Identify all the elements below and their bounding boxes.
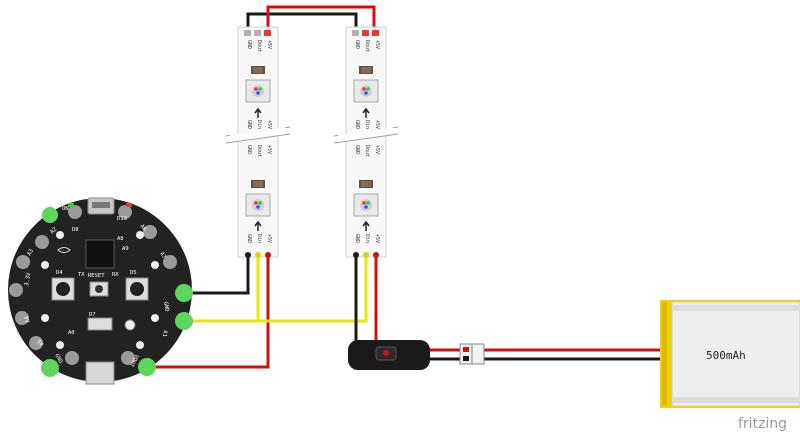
wire-strip2-data [256, 253, 368, 323]
board-rx-label: RX [112, 272, 119, 278]
strip2-arrow-1-icon [362, 107, 370, 118]
power-switch [348, 340, 430, 370]
strip1-mid-gnd-label: GND [246, 120, 252, 129]
pad-a1-label: A1 [161, 330, 168, 338]
strip2-bottom-din-label: Din [364, 234, 370, 243]
board-tx-label: TX [78, 272, 85, 278]
pad-a2-label: A2 [49, 227, 58, 236]
strip2-top-gnd-label: GND [354, 40, 360, 49]
strip2-seg2-5v-label: +5V [374, 145, 380, 154]
fritzing-watermark: fritzing [738, 416, 787, 432]
microcontroller-chip [85, 239, 115, 269]
strip2-arrow-2-icon [362, 220, 370, 231]
strip1-seg2-gnd-label: GND [246, 145, 252, 154]
board-on-label: ON [62, 206, 69, 212]
strip1-bottom-gnd-label: GND [246, 234, 252, 243]
board-reset-label: RESET [88, 273, 105, 279]
wire-top-5v [266, 5, 376, 33]
strip1-top-dout-label: Dout [256, 40, 262, 52]
board-d13-label: D13 [117, 216, 127, 222]
led-strip-right: GND Dout +5V GND Din +5V GND Dout +5V GN… [333, 26, 399, 258]
strip1-mid-din-label: Din [256, 120, 262, 129]
pad-gnd-right-label: GND [162, 301, 170, 312]
board-a8-label: A8 [117, 236, 124, 242]
pad-a7-label: A7 [158, 251, 166, 260]
board-a9-label: A9 [122, 246, 129, 252]
board-d5-label: D5 [130, 270, 137, 276]
strip2-top-5v-label: +5V [374, 40, 380, 49]
battery-jack [85, 361, 115, 385]
strip1-seg2-5v-label: +5V [266, 145, 272, 154]
strip1-bottom-5v-label: +5V [266, 234, 272, 243]
light-sensor-eye-icon [57, 247, 71, 253]
led-strip-left: GND Dout +5V GND Din +5V GND Dout +5V GN… [225, 26, 291, 258]
switch-indicator-icon [383, 350, 389, 356]
strip2-seg2-dout-label: Dout [364, 145, 370, 157]
battery-capacity-label: 500mAh [706, 349, 746, 362]
strip2-seg2-gnd-label: GND [354, 145, 360, 154]
strip1-top-gnd-label: GND [246, 40, 252, 49]
board-pads [9, 199, 193, 377]
strip2-bottom-5v-label: +5V [374, 234, 380, 243]
strip2-mid-gnd-label: GND [354, 120, 360, 129]
pad-a5-label: A5 [37, 338, 46, 347]
strip2-mid-5v-label: +5V [374, 120, 380, 129]
board-d8-label: D8 [72, 227, 79, 233]
pad-a4-label: A4 [24, 314, 32, 323]
pad-gnd-bottom-label: GND [53, 353, 63, 365]
wires [145, 5, 664, 369]
slide-switch [87, 317, 113, 331]
pad-3v-label: 3.3V [24, 272, 32, 287]
pad-a6-label: A6 [138, 223, 147, 232]
strip1-seg2-dout-label: Dout [256, 145, 262, 157]
board-d4-label: D4 [56, 270, 63, 276]
strip2-mid-din-label: Din [364, 120, 370, 129]
strip1-arrow-2-icon [254, 220, 262, 231]
strip1-mid-5v-label: +5V [266, 120, 272, 129]
pad-a3-label: A3 [27, 248, 36, 257]
wire-board-vout [145, 253, 270, 369]
wire-top-gnd [246, 12, 358, 33]
board-a0-label: A0 [68, 330, 75, 336]
strip1-top-5v-label: +5V [266, 40, 272, 49]
circuit-playground-board: RESET TX RX D4 D5 D13 D7 D8 A8 A9 A0 ON … [8, 197, 193, 385]
wire-board-gnd [182, 253, 250, 295]
lipo-battery: 500mAh [660, 300, 800, 408]
jst-connector [459, 343, 485, 365]
strip2-bottom-gnd-label: GND [354, 234, 360, 243]
strip1-bottom-din-label: Din [256, 234, 262, 243]
strip1-arrow-1-icon [254, 107, 262, 118]
strip2-top-dout-label: Dout [364, 40, 370, 52]
board-d7-label: D7 [89, 312, 96, 318]
